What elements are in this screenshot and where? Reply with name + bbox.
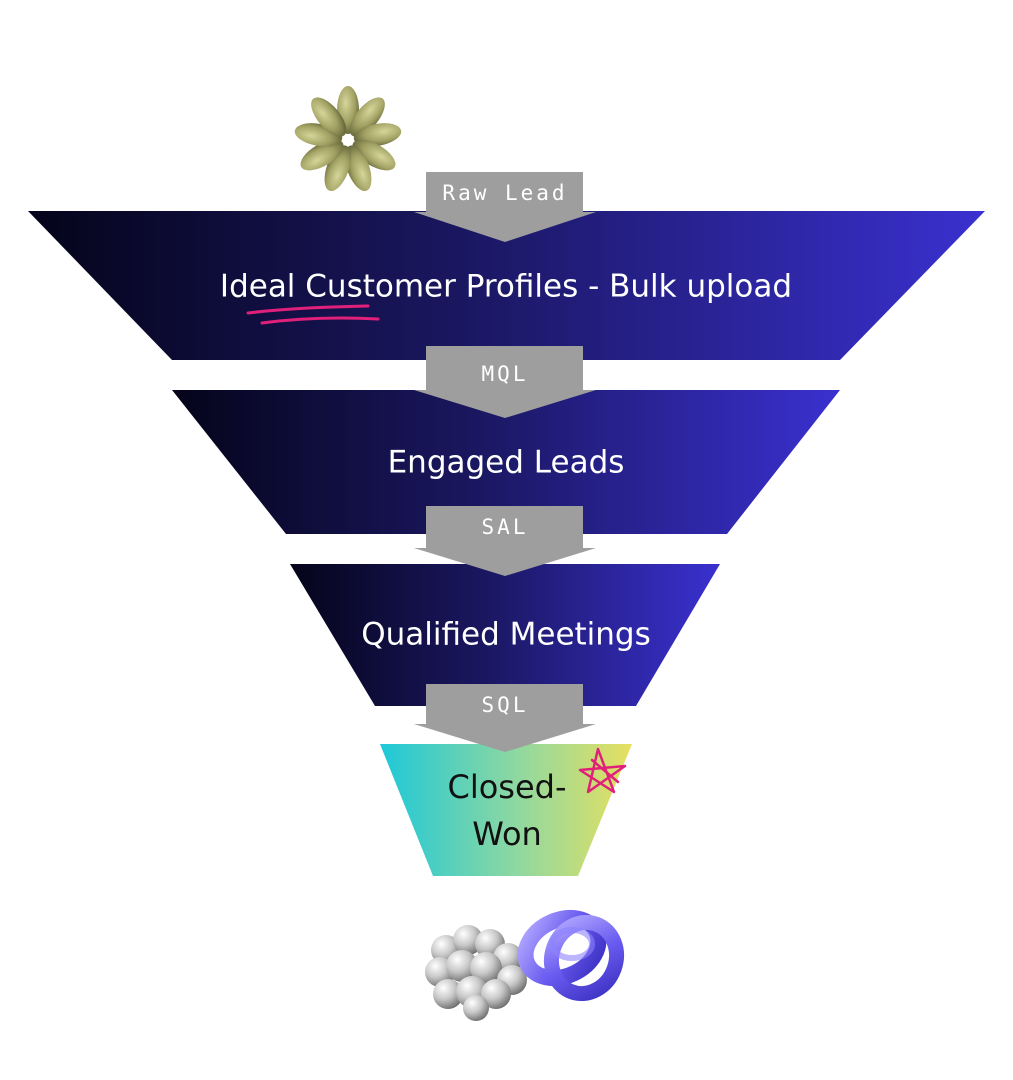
stage-label-engaged-leads: Engaged Leads — [388, 445, 625, 481]
tag-sal: SAL — [414, 506, 596, 576]
tag-sql: SQL — [414, 684, 596, 752]
stage-label-qualified-meetings: Qualified Meetings — [361, 617, 651, 653]
tag-label-mql: MQL — [482, 362, 529, 386]
tag-label-raw-lead: Raw Lead — [442, 181, 567, 205]
pink-star-scribble — [578, 747, 627, 794]
stage-label-closed-won-line2: Won — [472, 815, 542, 853]
stage-label-closed-won-line1: Closed- — [447, 768, 566, 806]
funnel-stage-ideal-customer-profiles: Ideal Customer Profiles - Bulk upload — [28, 211, 985, 360]
funnel-stage-engaged-leads: Engaged Leads — [172, 390, 840, 534]
stage-label-ideal-customer-profiles: Ideal Customer Profiles - Bulk upload — [220, 269, 792, 305]
tag-mql: MQL — [414, 346, 596, 418]
funnel-stage-closed-won: Closed- Won — [380, 744, 632, 876]
tag-label-sal: SAL — [482, 515, 529, 539]
sphere-cluster-icon — [425, 925, 527, 1021]
seed-flower-icon — [294, 86, 402, 192]
torus-knot-icon — [517, 909, 624, 1002]
tag-raw-lead: Raw Lead — [414, 172, 596, 242]
tag-label-sql: SQL — [482, 693, 529, 717]
pink-underline-scribble — [246, 304, 380, 325]
funnel-stage-qualified-meetings: Qualified Meetings — [290, 564, 720, 706]
